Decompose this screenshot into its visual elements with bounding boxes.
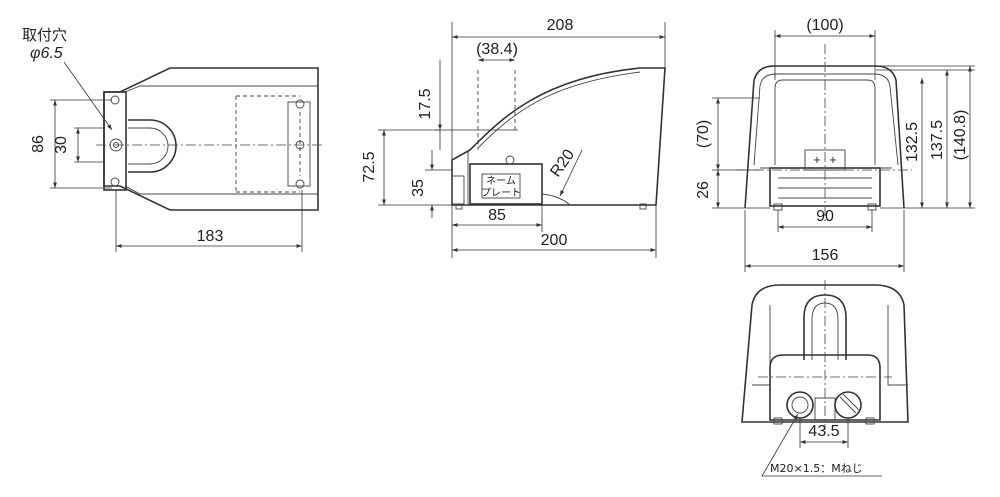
- svg-text:+: +: [813, 155, 821, 166]
- dim-72-5-label: 72.5: [361, 151, 378, 182]
- dim-90-label: 90: [816, 208, 834, 225]
- top-screw-icon: [110, 95, 120, 105]
- hole-note-diameter: φ6.5: [30, 45, 63, 62]
- front-view: + + (100) (70) 26 132.5 137.5 (140.8): [695, 17, 975, 272]
- conduit-port-left: [786, 391, 814, 419]
- dim-35-label: 35: [410, 179, 427, 197]
- svg-text:+: +: [829, 155, 837, 166]
- nameplate-line1: ネーム: [486, 175, 516, 187]
- hole-note-title: 取付穴: [22, 26, 67, 44]
- dim-132-5-label: 132.5: [904, 122, 921, 162]
- dim-70-label: (70): [695, 120, 712, 148]
- dim-156-label: 156: [812, 247, 839, 264]
- dim-140-8-label: (140.8): [952, 110, 969, 161]
- dim-86-label: 86: [30, 135, 47, 153]
- dim-137-5-label: 137.5: [929, 120, 946, 160]
- rear-switch-box: [769, 354, 881, 421]
- dim-85-label: 85: [488, 207, 506, 224]
- dim-17-5-label: 17.5: [417, 88, 434, 119]
- dim-30-label: 30: [53, 136, 70, 154]
- thread-note-label: M20×1.5：Mねじ: [770, 462, 863, 475]
- dim-38-4-label: (38.4): [476, 41, 518, 58]
- top-view: 86 30 183 取付穴 φ6.5: [22, 26, 322, 252]
- dim-100-label: (100): [806, 17, 843, 34]
- rear-view: 43.5 M20×1.5：Mねじ: [741, 280, 909, 477]
- side-view-body-outline: [451, 67, 666, 206]
- side-view: ネーム プレート 208 (38.4) 17.5 72.5 35 85: [361, 17, 666, 258]
- dim-208-label: 208: [547, 17, 574, 34]
- top-view-body-outline: [103, 67, 319, 211]
- dim-43-5-label: 43.5: [808, 423, 839, 440]
- side-screw-icon: [505, 155, 515, 165]
- radius-label: R20: [547, 146, 578, 180]
- thread-note-leader: [761, 413, 882, 477]
- dim-26-label: 26: [695, 181, 712, 199]
- bottom-screw-icon: [110, 177, 120, 187]
- top-view-handle: [128, 119, 177, 173]
- rear-view-body-outline: [741, 284, 909, 423]
- dim-183-label: 183: [197, 228, 224, 245]
- hole-leader: [63, 61, 113, 131]
- nameplate-box: [481, 173, 521, 199]
- nameplate-line2: プレート: [481, 187, 521, 199]
- top-view-mount-plate: [103, 91, 127, 191]
- dim-200-label: 200: [541, 232, 568, 249]
